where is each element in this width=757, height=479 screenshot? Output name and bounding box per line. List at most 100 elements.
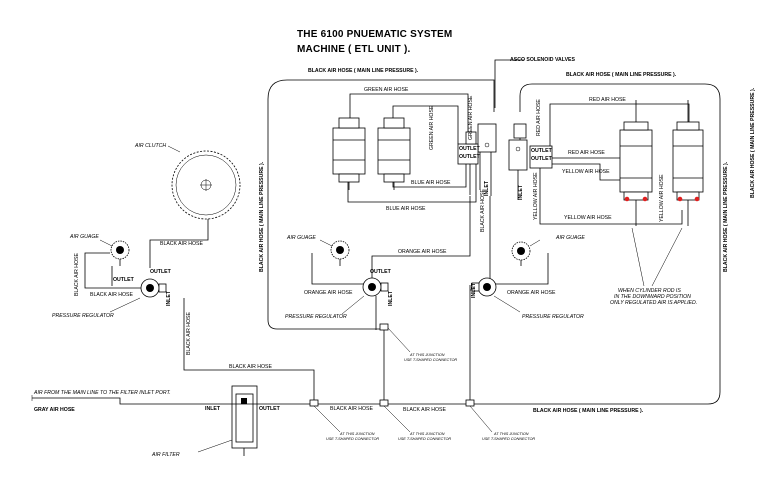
label-black-main-right-vertical-1: BLACK AIR HOSE ( MAIN LINE PRESSURE ). xyxy=(723,161,729,272)
label-red-mid: RED AIR HOSE xyxy=(568,150,605,156)
main-line xyxy=(32,397,470,405)
label-orange-1: ORANGE AIR HOSE xyxy=(398,249,447,255)
label-pressure-reg-2: PRESSURE REGULATOR xyxy=(285,314,347,320)
label-black-bottom-1: BLACK AIR HOSE xyxy=(330,406,373,412)
junction-top-leader xyxy=(387,327,411,353)
label-black-air-hose-h-left: BLACK AIR HOSE xyxy=(90,292,133,298)
label-blue-2: BLUE AIR HOSE xyxy=(386,206,426,212)
label-black-bottom-2: BLACK AIR HOSE xyxy=(403,407,446,413)
regulator-1 xyxy=(84,252,167,298)
regulator-3 xyxy=(471,277,497,297)
label-inlet-r3: INLET xyxy=(471,282,477,298)
main-loop-left xyxy=(267,79,495,330)
gauge2-leader xyxy=(319,239,333,247)
label-air-filter: AIR FILTER xyxy=(151,452,180,458)
label-outlet-small-3: OUTLET xyxy=(531,148,553,154)
label-air-clutch: AIR CLUTCH xyxy=(134,143,166,149)
label-cylinder-note-1: WHEN CYLINDER ROD IS xyxy=(618,288,681,294)
label-black-v-valve: BLACK AIR HOSE xyxy=(480,189,486,232)
gauge-2 xyxy=(311,240,366,285)
label-orange-2: ORANGE AIR HOSE xyxy=(304,290,353,296)
t-connector-top xyxy=(379,323,389,331)
label-junction-b3-1: AT THIS JUNCTION xyxy=(493,432,529,436)
label-inlet-r2: INLET xyxy=(388,290,394,306)
title-line-1: THE 6100 PNUEMATIC SYSTEM xyxy=(297,29,452,40)
label-outlet-small-4: OUTLET xyxy=(531,156,553,162)
label-inlet-r1: INLET xyxy=(166,290,172,306)
label-black-main-top: BLACK AIR HOSE ( MAIN LINE PRESSURE ). xyxy=(308,68,419,74)
t-connector-bottom-3 xyxy=(465,399,493,433)
label-air-guage-3: AIR GUAGE xyxy=(555,235,585,241)
label-pressure-reg-3: PRESSURE REGULATOR xyxy=(522,314,584,320)
t-connector-bottom-2 xyxy=(379,399,411,433)
reg1-leader xyxy=(109,297,141,313)
air-filter xyxy=(231,385,258,456)
label-inlet-v1: INLET xyxy=(484,180,490,196)
label-filter-outlet: OUTLET xyxy=(259,406,281,412)
label-filter-inlet: INLET xyxy=(205,406,221,412)
cylinder-right-2 xyxy=(672,100,704,226)
green-hose-top xyxy=(349,93,469,132)
air-filter-leader xyxy=(197,439,233,453)
left-black-hose xyxy=(149,200,315,404)
label-main-line-note: AIR FROM THE MAIN LINE TO THE FILTER INL… xyxy=(33,390,171,396)
label-inlet-v2: INLET xyxy=(518,184,524,200)
cylinder-left-2 xyxy=(377,117,411,190)
gauge3-leader xyxy=(529,239,541,247)
asco-leader xyxy=(494,59,524,108)
label-black-air-hose-v-reg1: BLACK AIR HOSE xyxy=(186,312,192,355)
reg3-leader xyxy=(493,295,521,313)
label-yellow-small: YELLOW AIR HOSE xyxy=(562,169,610,175)
cylinder-right-1 xyxy=(619,100,653,226)
label-black-air-hose-v-left: BLACK AIR HOSE xyxy=(74,253,80,296)
label-outlet-1: OUTLET xyxy=(113,277,135,283)
solenoid-valve-left xyxy=(457,123,497,196)
label-black-clutch: BLACK AIR HOSE xyxy=(160,241,203,247)
label-black-main-right-vertical-2: BLACK AIR HOSE ( MAIN LINE PRESSURE ). xyxy=(750,87,756,198)
label-air-guage-1: AIR GUAGE xyxy=(69,234,99,240)
label-outlet-r2: OUTLET xyxy=(370,269,392,275)
label-junction-top-1: AT THIS JUNCTION xyxy=(409,353,445,357)
gauge1-leader xyxy=(99,239,113,247)
label-junction-b2-2: USE T-SHAPED CONNECTOR xyxy=(398,437,451,441)
red-hose-top xyxy=(549,103,690,146)
label-black-main-left-vertical: BLACK AIR HOSE ( MAIN LINE PRESSURE ). xyxy=(259,161,265,272)
yellow-hose-bottom xyxy=(539,200,683,225)
label-cylinder-note-2: IN THE DOWNWARD POSITION xyxy=(614,294,691,300)
label-green-vert-2: GREEN AIR HOSE xyxy=(468,95,474,140)
label-junction-b1-1: AT THIS JUNCTION xyxy=(339,432,375,436)
label-outlet-r1: OUTLET xyxy=(150,269,172,275)
air-clutch xyxy=(171,150,241,220)
label-red-vert: RED AIR HOSE xyxy=(536,99,542,136)
solenoid-valve-right xyxy=(508,123,553,200)
gauge-3 xyxy=(494,241,549,285)
gauge-1 xyxy=(110,240,130,286)
label-green-vert-1: GREEN AIR HOSE xyxy=(429,105,435,150)
label-gray-air-hose: GRAY AIR HOSE xyxy=(34,407,75,413)
cylinder-left-1 xyxy=(332,117,366,190)
main-loop-right xyxy=(470,83,721,405)
title-line-2: MACHINE ( ETL UNIT ). xyxy=(297,44,410,55)
label-junction-b1-2: USE T-SHAPED CONNECTOR xyxy=(326,437,379,441)
label-yellow-vert-1: YELLOW AIR HOSE xyxy=(533,172,539,220)
t-connector-bottom-1 xyxy=(309,399,341,433)
label-pressure-reg-1: PRESSURE REGULATOR xyxy=(52,313,114,319)
label-black-main-right-top: BLACK AIR HOSE ( MAIN LINE PRESSURE ). xyxy=(566,72,677,78)
orange-hose-reg2 xyxy=(371,196,471,280)
label-black-air-hose-long: BLACK AIR HOSE xyxy=(229,364,272,370)
cylinder-note-leader xyxy=(631,227,683,287)
label-blue-1: BLUE AIR HOSE xyxy=(411,180,451,186)
label-yellow-vert-2: YELLOW AIR HOSE xyxy=(659,174,665,222)
yellow-hose-1 xyxy=(552,163,622,181)
label-outlet-small-2: OUTLET xyxy=(459,154,481,160)
regulator-2 xyxy=(362,277,389,297)
label-orange-3: ORANGE AIR HOSE xyxy=(507,290,556,296)
label-junction-top-2: USE T-SHAPED CONNECTOR xyxy=(404,358,457,362)
label-junction-b2-1: AT THIS JUNCTION xyxy=(409,432,445,436)
label-red-top: RED AIR HOSE xyxy=(589,97,626,103)
blue-hose-2 xyxy=(347,164,477,203)
label-cylinder-note-3: ONLY REGULATED AIR IS APPLIED. xyxy=(610,300,697,306)
label-junction-b3-2: USE T-SHAPED CONNECTOR xyxy=(482,437,535,441)
green-hose-2 xyxy=(392,105,459,144)
